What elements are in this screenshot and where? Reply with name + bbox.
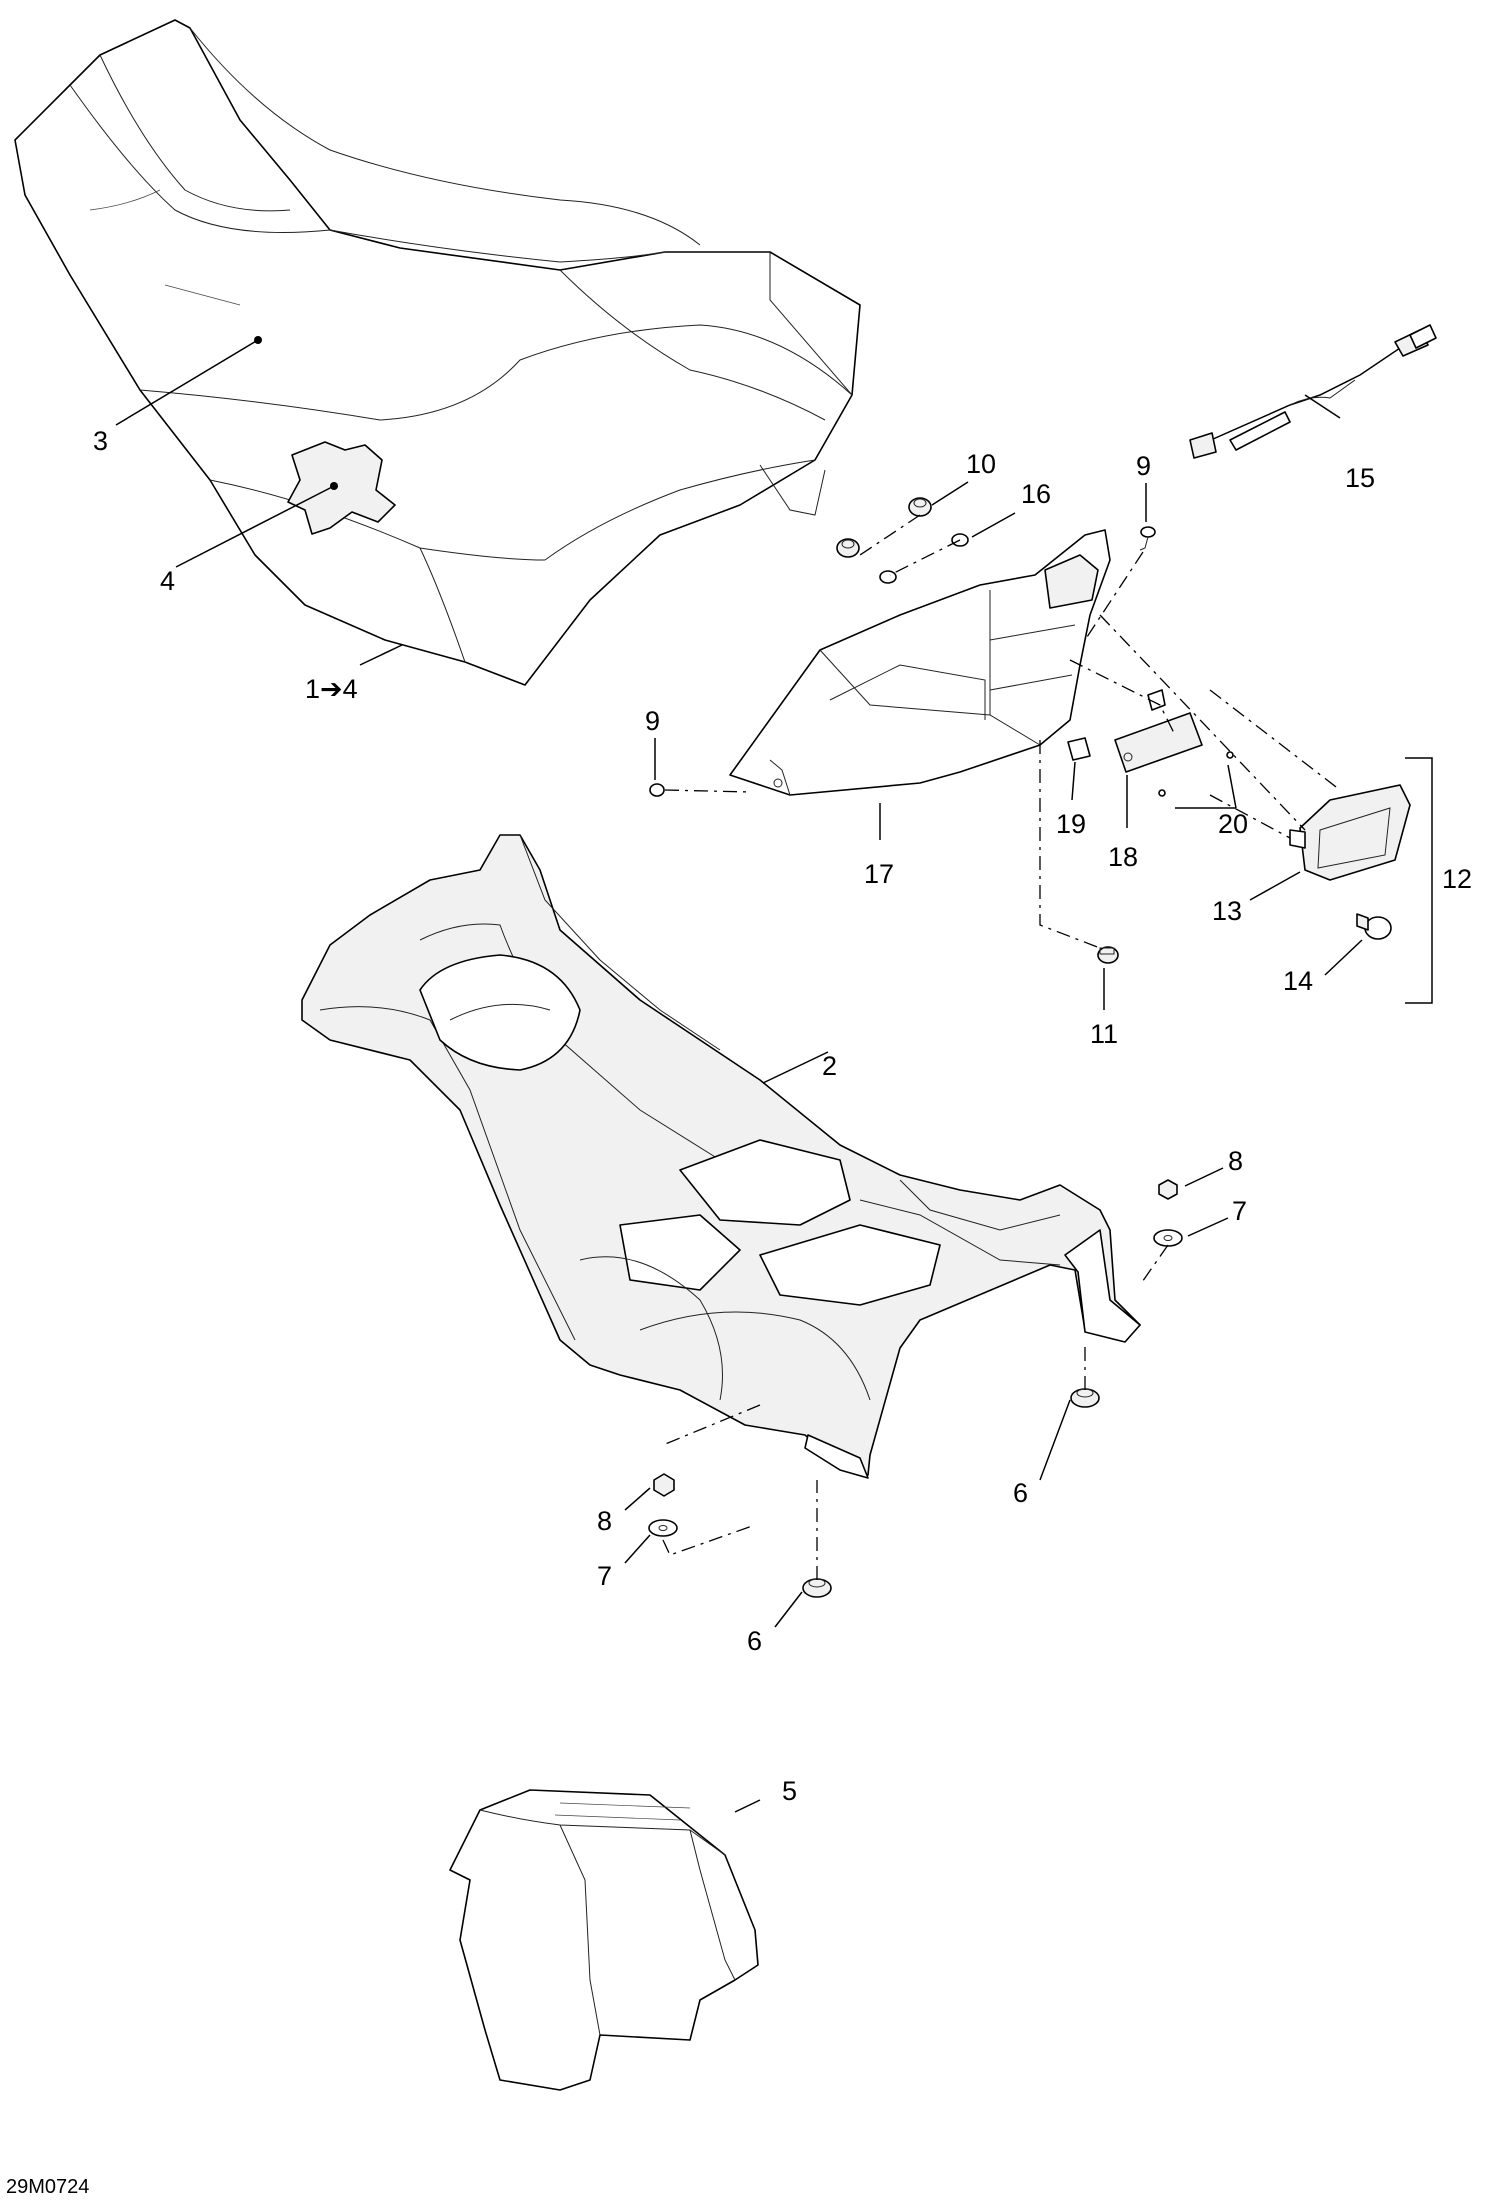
callout-10: 10 [966, 449, 996, 479]
screw-9a [1139, 526, 1156, 551]
tail-light-13 [1289, 784, 1411, 881]
callout-8-right: 8 [1228, 1146, 1243, 1176]
callout-12: 12 [1442, 864, 1472, 894]
callout-15: 15 [1345, 463, 1375, 493]
front-bracket [804, 1434, 869, 1479]
callout-13: 13 [1212, 896, 1242, 926]
o-ring-16b [879, 570, 897, 584]
seat-cover [14, 19, 861, 686]
nut-8b [653, 1473, 675, 1497]
drawing-code: 29M0724 [6, 2176, 89, 2198]
callout-20: 20 [1218, 809, 1248, 839]
bumper-6a [1070, 1388, 1100, 1408]
leader-lines [115, 339, 1363, 1813]
callout-11: 11 [1090, 1019, 1118, 1049]
grommet-10b [836, 538, 860, 558]
rear-cowl-body [729, 529, 1111, 796]
callout-14: 14 [1283, 966, 1313, 996]
part-5-body [449, 1789, 759, 2091]
seat-assembly [14, 19, 861, 686]
seat-base-pocket [419, 954, 581, 1071]
callout-8-left: 8 [597, 1506, 612, 1536]
push-nut-11 [1097, 946, 1119, 964]
callout-5: 5 [782, 1776, 797, 1806]
group-bracket-12 [1405, 757, 1433, 1004]
screw-20b [1158, 789, 1166, 797]
callout-6-left: 6 [747, 1626, 762, 1656]
callout-9-left: 9 [645, 706, 660, 736]
callout-19: 19 [1056, 809, 1086, 839]
frame-cutout-1 [679, 1139, 851, 1226]
callout-labels: 3 4 1➔4 10 16 9 15 9 17 19 18 20 12 13 1… [6, 426, 1472, 2198]
callout-7-right: 7 [1232, 1196, 1247, 1226]
nut-8a [1158, 1179, 1178, 1200]
clip-small [1147, 689, 1166, 711]
cowl-handle [1044, 554, 1099, 609]
callout-18: 18 [1108, 842, 1138, 872]
light-base-18 [1114, 712, 1203, 773]
callout-4: 4 [160, 566, 175, 596]
callout-1-to-4: 1➔4 [305, 674, 358, 704]
rear-cowl [729, 529, 1111, 796]
seat-base-frame [301, 834, 1141, 1479]
callout-6-right: 6 [1013, 1478, 1028, 1508]
frame-cutout-2 [759, 1224, 941, 1306]
seat-cover-5 [449, 1789, 759, 2091]
bumper-6b [802, 1578, 832, 1598]
screw-9b [649, 783, 665, 797]
hardware [648, 324, 1437, 1598]
washer-7b [648, 1519, 678, 1537]
callout-3: 3 [93, 426, 108, 456]
seat-patch [287, 441, 396, 535]
rear-bracket [1064, 1229, 1141, 1343]
grommet-10a [908, 497, 932, 517]
callout-7-left: 7 [597, 1561, 612, 1591]
callout-17: 17 [864, 859, 894, 889]
clip-19 [1067, 737, 1091, 761]
wiring-harness-15 [1189, 324, 1437, 459]
callout-16: 16 [1021, 479, 1051, 509]
bulb-14 [1356, 913, 1392, 940]
washer-7a [1153, 1229, 1183, 1247]
callout-9-top: 9 [1136, 451, 1151, 481]
frame-cutout-3 [619, 1214, 741, 1291]
assembly-lines [662, 514, 1341, 1580]
callout-2: 2 [822, 1051, 837, 1081]
screw-20a [1226, 751, 1234, 759]
